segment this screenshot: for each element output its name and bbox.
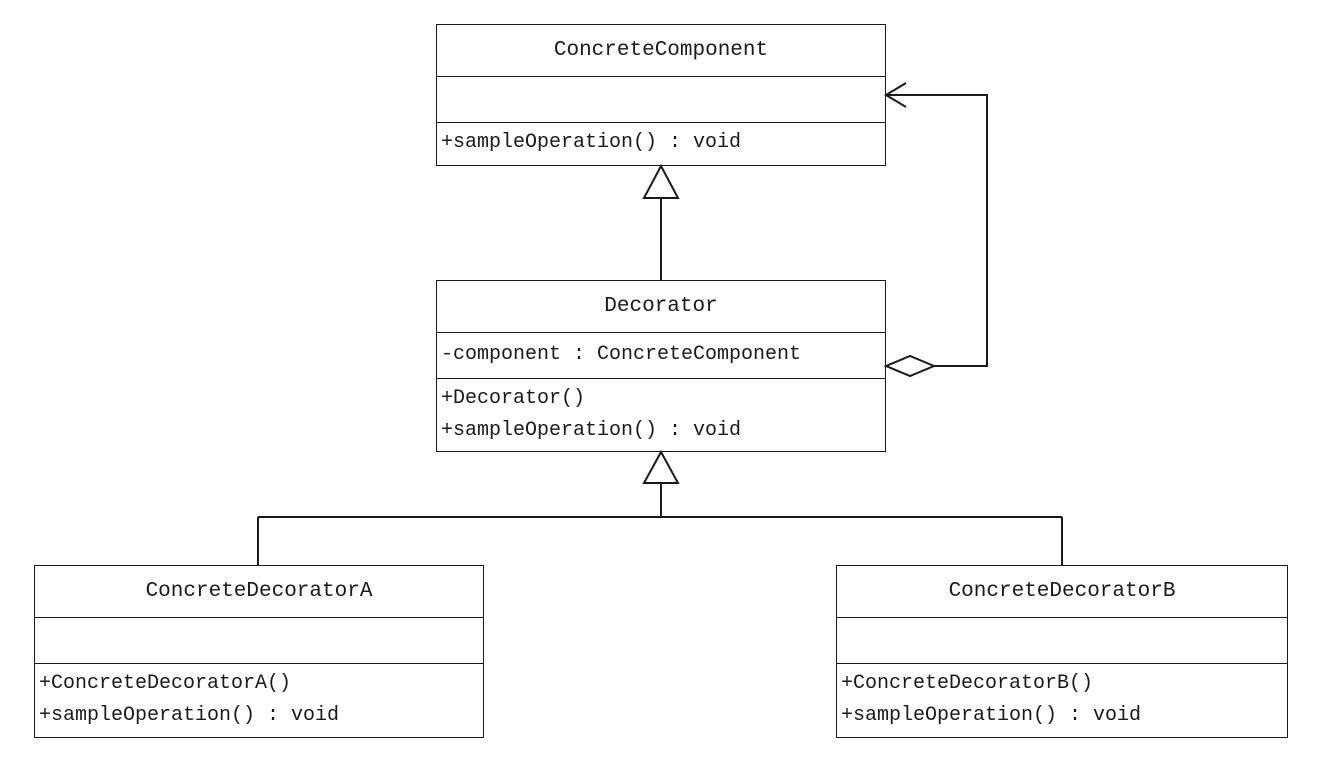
- class-name: ConcreteComponent: [437, 25, 885, 77]
- generalization-decorators-to-decorator: [257, 449, 1063, 565]
- aggregation-line: [886, 94, 988, 367]
- class-decorator[interactable]: Decorator -component : ConcreteComponent…: [436, 280, 886, 452]
- aggregation-diamond-icon: [883, 354, 937, 378]
- operations-compartment: +ConcreteDecoratorA() +sampleOperation()…: [35, 664, 483, 732]
- operation: +ConcreteDecoratorB(): [841, 672, 1094, 695]
- operations-compartment: +Decorator() +sampleOperation() : void: [437, 379, 885, 447]
- aggregation-decorator-to-component: [883, 82, 988, 378]
- class-name: ConcreteDecoratorB: [837, 566, 1287, 618]
- operation: +sampleOperation() : void: [841, 704, 1142, 727]
- operation: +ConcreteDecoratorA(): [39, 672, 292, 695]
- class-name: Decorator: [437, 281, 885, 333]
- generalization-arrowhead-icon: [642, 163, 680, 199]
- open-arrowhead-icon: [884, 82, 907, 108]
- generalization-arrowhead-icon: [642, 449, 680, 484]
- attributes-compartment: [437, 77, 885, 123]
- operation: +sampleOperation() : void: [39, 704, 340, 727]
- operations-compartment: +ConcreteDecoratorB() +sampleOperation()…: [837, 664, 1287, 732]
- attributes-compartment: -component : ConcreteComponent: [437, 333, 885, 379]
- generalization-decorator-to-component: [642, 163, 680, 280]
- attributes-compartment: [35, 618, 483, 664]
- attribute: -component : ConcreteComponent: [441, 343, 802, 366]
- class-concrete-decorator-a[interactable]: ConcreteDecoratorA +ConcreteDecoratorA()…: [34, 565, 484, 738]
- attributes-compartment: [837, 618, 1287, 664]
- operation: +sampleOperation() : void: [441, 131, 742, 154]
- class-concrete-component[interactable]: ConcreteComponent +sampleOperation() : v…: [436, 24, 886, 166]
- class-name: ConcreteDecoratorA: [35, 566, 483, 618]
- class-concrete-decorator-b[interactable]: ConcreteDecoratorB +ConcreteDecoratorB()…: [836, 565, 1288, 738]
- operation: +Decorator(): [441, 387, 586, 410]
- operations-compartment: +sampleOperation() : void: [437, 123, 885, 159]
- operation: +sampleOperation() : void: [441, 419, 742, 442]
